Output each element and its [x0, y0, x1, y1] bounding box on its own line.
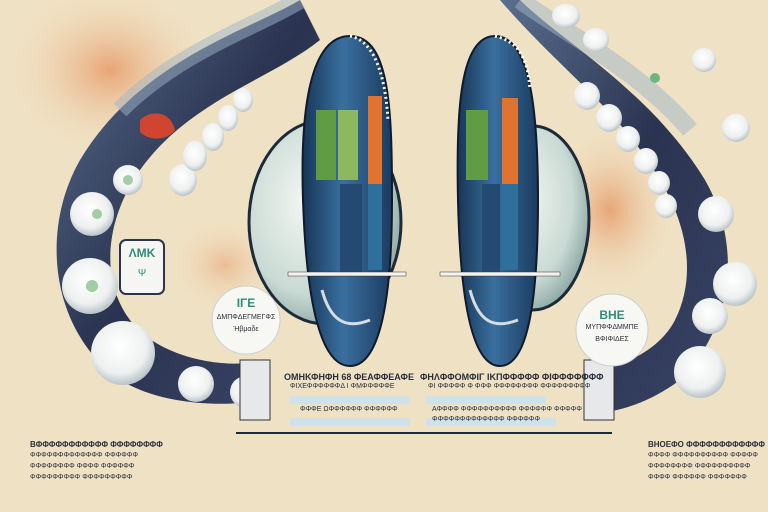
right-connector: [583, 359, 615, 421]
green-spot: [123, 175, 133, 185]
info-bar: [426, 418, 556, 426]
green-spot: [86, 280, 98, 292]
tooth: [91, 321, 155, 385]
left-bubble: [211, 285, 281, 355]
capsule-edge: [494, 34, 532, 91]
tooth: [722, 114, 750, 142]
right-bubble: [575, 293, 649, 367]
left-capsule: [301, 34, 394, 368]
right-gum-arch: [500, 0, 728, 413]
info-bar: [290, 396, 410, 404]
tooth: [169, 164, 197, 196]
bottom-right-title: ΒΗΟΕΦΟ ΦΦΦΦΦΦΦΦΦΦΦΦ: [648, 440, 765, 449]
info-bar: [426, 396, 546, 404]
right-bubble-line: ΒΦΙΦΙΔΕΣ: [595, 336, 629, 343]
left-bubble-title: ΙΓΕ: [236, 296, 256, 310]
right-teeth: [552, 4, 757, 398]
left-bubble-line: ΔΜΠΦΔΕΓΜΕΓΦΣ: [216, 314, 276, 321]
tooth: [698, 196, 734, 232]
tooth: [616, 126, 640, 152]
bottom-left-title: ΒΦΦΦΦΦΦΦΦΦΦΦ ΦΦΦΦΦΦΦΦ: [30, 440, 163, 449]
arch-highlight: [113, 0, 305, 117]
left-badge: [119, 239, 165, 295]
left-bubble-line: Ήβμαδε: [233, 326, 259, 333]
right-bubble-line: ΜΥΠΦΦΔΜΜΠΕ: [585, 324, 639, 331]
stripe-blue: [340, 184, 362, 274]
right-bubble-title: ΒΗΕ: [599, 308, 625, 322]
stripe-green: [338, 110, 358, 180]
tooth: [692, 48, 716, 72]
red-spot: [140, 113, 175, 139]
stripe-green: [316, 110, 336, 180]
tooth: [692, 298, 728, 334]
center-right-note: ΦΦΦΦΦΦΦΦΦΦΦΦΦ ΦΦΦΦΦΦ: [432, 416, 541, 423]
stripe-blue: [502, 184, 518, 270]
left-badge-subtitle: Ψ: [137, 268, 147, 279]
tooth: [655, 194, 677, 218]
green-spot: [92, 209, 102, 219]
tooth: [178, 366, 214, 402]
tooth: [233, 88, 253, 112]
tooth: [596, 104, 622, 132]
tooth: [552, 4, 580, 28]
tooth: [183, 141, 207, 171]
green-spot: [650, 73, 660, 83]
center-left-subtitle: ΦΙΧΕΦΦΦΦΦΦΔ Ι ΦΜΦΦΦΦΦΕ: [290, 383, 395, 390]
center-right-title: ΦΗΛΦΦΟΜΦΙΓ ΙΚΠΦΦΦΦΦ ΦΙΦΦΦΦΦΦΦ: [420, 372, 604, 382]
capsule-curve: [320, 289, 371, 326]
capsule-bar: [287, 271, 407, 277]
stripe-blue: [368, 184, 382, 270]
capsule-bar: [439, 271, 561, 277]
bottom-left-line: ΦΦΦΦΦΦΦΦ ΦΦΦΦ ΦΦΦΦΦΦ: [30, 463, 135, 470]
tooth: [583, 28, 609, 52]
center-left-note: ΦΦΦΕ ΩΦΦΦΦΦΦ ΦΦΦΦΦΦ: [300, 406, 398, 413]
bottom-right-line: ΦΦΦΦΦΦΦΦ ΦΦΦΦΦΦΦΦΦΦ: [648, 463, 751, 470]
left-connector: [239, 359, 271, 421]
capsule-curve: [468, 289, 519, 326]
bottom-left-line: ΦΦΦΦΦΦΦΦΦΦΦΦΦ ΦΦΦΦΦΦ: [30, 452, 139, 459]
stripe-orange: [502, 98, 518, 184]
tooth: [648, 171, 670, 195]
right-capsule: [456, 34, 540, 368]
arch-highlight: [514, 0, 697, 136]
tooth: [218, 105, 238, 131]
stripe-green: [466, 110, 488, 180]
tooth: [574, 82, 600, 110]
center-left-title: ΟΜΗΚΦΗΦΗ 68 ΦΕΑΦΦΕΑΦΕ: [284, 372, 414, 382]
info-bar: [290, 418, 410, 426]
stripe-blue: [482, 184, 500, 274]
bottom-right-line: ΦΦΦΦ ΦΦΦΦΦΦ ΦΦΦΦΦΦΦ: [648, 474, 747, 481]
center-right-note: ΑΦΦΦΦ ΦΦΦΦΦΦΦΦΦΦ ΦΦΦΦΦΦ ΦΦΦΦΦ: [432, 406, 582, 413]
stripe-orange: [368, 96, 382, 184]
left-badge-title: ΛΜΚ: [128, 246, 156, 260]
tooth: [674, 346, 726, 398]
tooth: [202, 123, 224, 151]
tooth: [713, 262, 757, 306]
bottom-right-line: ΦΦΦΦ ΦΦΦΦΦΦΦΦΦΦ ΦΦΦΦΦ: [648, 452, 759, 459]
tooth: [634, 148, 658, 174]
bottom-left-line: ΦΦΦΦΦΦΦΦΦ ΦΦΦΦΦΦΦΦΦ: [30, 474, 133, 481]
center-right-subtitle: ΦΙ ΦΦΦΦΦ Φ ΦΦΦ ΦΦΦΦΦΦΦΦ ΦΦΦΦΦΦΦΦΦ: [428, 383, 591, 390]
